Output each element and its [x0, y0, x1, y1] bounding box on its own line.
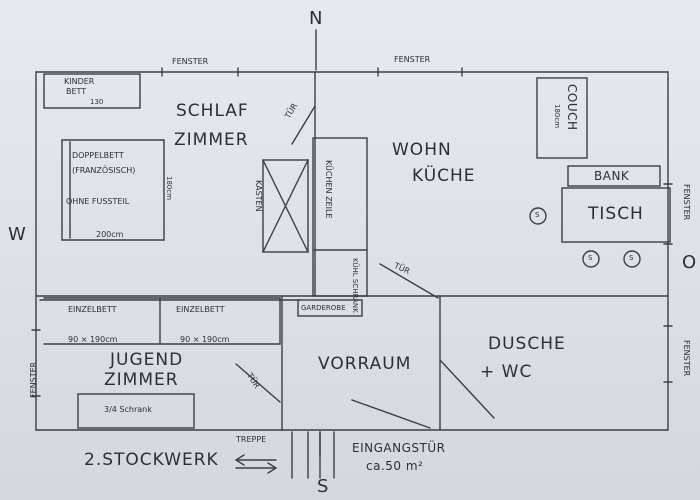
einzelbett-right-shape [159, 297, 281, 345]
einzelbett-right-size: 90 × 190cm [180, 335, 230, 344]
einzelbett-left-label: EINZELBETT [68, 305, 117, 314]
schrank-shape [77, 393, 195, 429]
einzelbett-right-label: EINZELBETT [176, 305, 225, 314]
dusche-label-1: DUSCHE [488, 334, 566, 354]
window-top-2 [377, 67, 463, 77]
doppelbett-label-1: DOPPELBETT [72, 151, 124, 160]
garderobe-shape [297, 299, 363, 317]
eingangstuer-label: EINGANGSTÜR [352, 441, 446, 455]
kasten-label: KASTEN [254, 180, 263, 212]
garderobe-label: GARDEROBE [301, 304, 346, 312]
kinderbett-label-2: BETT [66, 87, 87, 96]
bank-label: BANK [594, 169, 630, 183]
doppelbett-shape [61, 139, 165, 241]
compass-west: W [8, 224, 26, 245]
door-swing-kitchen [379, 263, 439, 299]
kasten-shape [262, 159, 309, 253]
fenster-label-top-left: FENSTER [172, 57, 209, 66]
jugendzimmer-label-1: JUGEND [110, 350, 184, 370]
couch-shape [536, 77, 588, 159]
stockwerk-label: 2.STOCKWERK [84, 450, 219, 470]
treppe-arrow-right [235, 462, 278, 474]
doppelbett-label-3: OHNE FUSSTEIL [66, 197, 130, 206]
treppe-label: TREPPE [236, 435, 267, 444]
dusche-label-2: + WC [480, 362, 533, 382]
kinderbett-label-1: KINDER [64, 77, 95, 86]
stuhl-label-bottom-1: S [588, 254, 593, 262]
door-swing-bedroom [291, 105, 316, 145]
compass-east: O [682, 252, 697, 273]
treppe-lines [291, 431, 335, 479]
fenster-label-right-top: FENSTER [682, 184, 691, 221]
door-swing-entry [351, 399, 431, 429]
vorraum-label: VORRAUM [318, 354, 412, 374]
schlafzimmer-label-1: SCHLAF [176, 101, 249, 121]
kinderbett-size: 130 [90, 98, 104, 106]
kuehlschrank-label: KÜHL SCHRANK [351, 258, 359, 313]
compass-north: N [309, 8, 323, 29]
door-swing-bath [439, 359, 495, 419]
doppelbett-label-2: (FRANZÖSISCH) [72, 166, 136, 175]
stuhl-label-left: S [535, 211, 540, 219]
window-top-1 [161, 67, 239, 77]
tisch-shape [561, 187, 671, 243]
couch-size: 180cm [553, 104, 561, 129]
wohnkueche-label-2: KÜCHE [412, 166, 476, 186]
tisch-label: TISCH [588, 204, 644, 224]
doppelbett-length: 180cm [165, 176, 173, 201]
bank-shape [567, 165, 661, 187]
kuechenzeile-shape [312, 137, 368, 297]
window-right-top [663, 183, 673, 245]
schrank-label: 3/4 Schrank [104, 405, 152, 414]
compass-south: S [317, 476, 329, 497]
couch-label: COUCH [565, 84, 579, 131]
einzelbett-left-shape [43, 297, 161, 345]
stuhl-bottom-1 [582, 250, 600, 268]
einzelbett-left-size: 90 × 190cm [68, 335, 118, 344]
stuhl-label-bottom-2: S [629, 254, 634, 262]
kinderbett-shape [43, 73, 141, 109]
doppelbett-width: 200cm [96, 230, 124, 239]
window-right-bottom [663, 325, 673, 383]
fenster-label-top-right: FENSTER [394, 55, 431, 64]
fenster-label-left: FENSTER [29, 361, 38, 398]
door-swing-jugend [235, 363, 281, 403]
jugendzimmer-label-2: ZIMMER [104, 370, 179, 390]
fenster-label-right-bottom: FENSTER [682, 340, 691, 377]
stuhl-bottom-2 [623, 250, 641, 268]
wohnkueche-label-1: WOHN [392, 140, 452, 160]
treppe-arrow-left [234, 454, 277, 466]
outer-wall [35, 71, 669, 431]
stuhl-left [529, 207, 547, 225]
window-left [31, 329, 41, 397]
area-label: ca.50 m² [366, 459, 424, 473]
schlafzimmer-label-2: ZIMMER [174, 130, 249, 150]
kuechenzeile-label: KÜCHEN ZEILE [324, 160, 333, 219]
